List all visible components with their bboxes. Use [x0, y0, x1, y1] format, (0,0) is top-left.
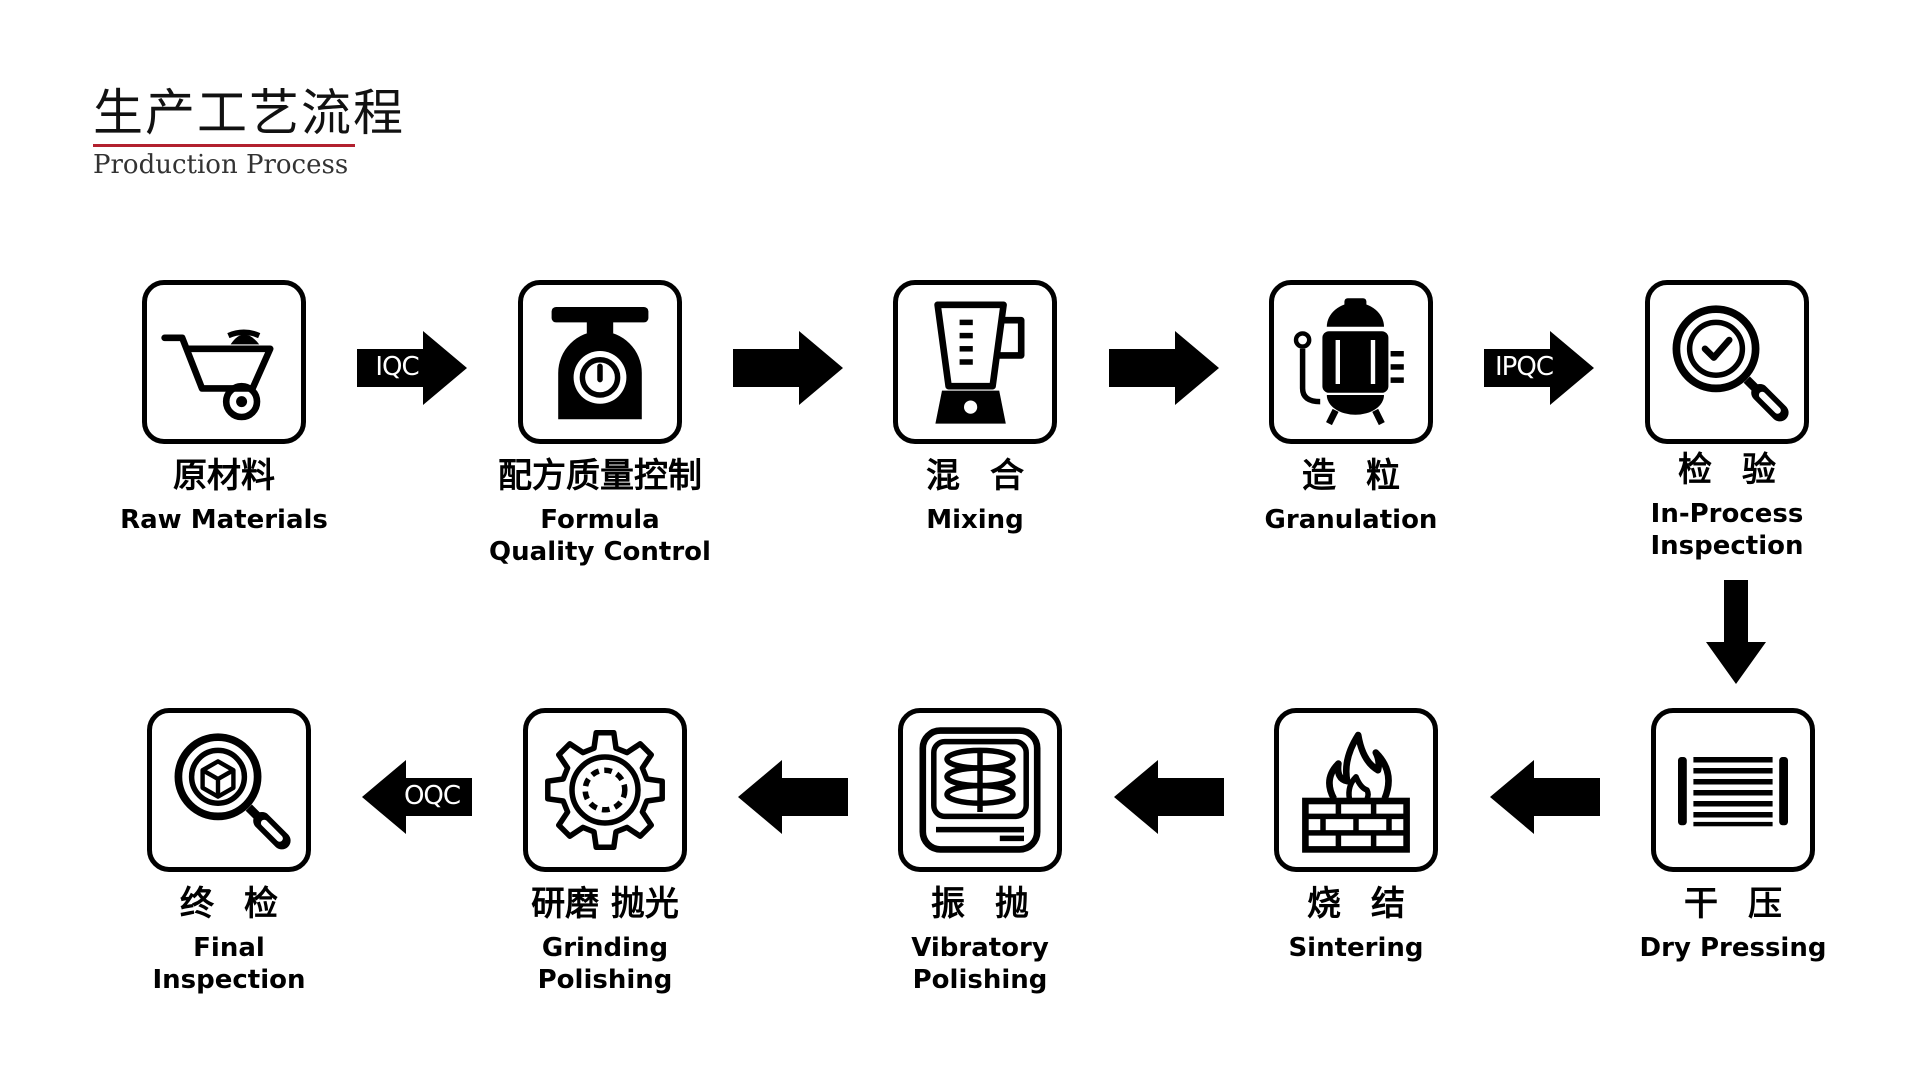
vibratory-tub-icon: [919, 727, 1041, 853]
arrow-label: IPQC: [1495, 352, 1554, 382]
icon-frame: [1274, 708, 1438, 872]
arrow-down-icon: [1706, 580, 1766, 684]
icon-frame: [893, 280, 1057, 444]
step-name-en: Grinding Polishing: [537, 933, 673, 995]
arrow-to-vibratory-polishing: [1114, 760, 1224, 834]
arrow-ipqc: IPQC: [1484, 331, 1594, 405]
page-title: 生产工艺流程: [93, 84, 405, 142]
step-name-cn: 混合: [926, 456, 1054, 496]
step-name-cn: 终检: [180, 884, 308, 924]
step-grinding-polishing: 研磨 抛光 Grinding Polishing: [455, 708, 755, 996]
gear-icon: [545, 730, 665, 850]
step-name-en: Granulation: [1264, 505, 1438, 535]
arrow-to-dry-pressing: [1706, 580, 1766, 684]
step-final-inspection: 终检 Final Inspection: [79, 708, 379, 996]
arrow-right-icon: [733, 331, 843, 405]
step-name-en: Vibratory Polishing: [911, 933, 1049, 995]
step-in-process-inspection: 检验 In-Process Inspection: [1577, 280, 1877, 562]
step-name-cn: 干压: [1684, 884, 1812, 924]
icon-frame: [898, 708, 1062, 872]
arrow-to-sintering: [1490, 760, 1600, 834]
arrow-oqc: OQC: [362, 760, 472, 834]
page-header: 生产工艺流程 Production Process: [93, 84, 405, 181]
press-plate-icon: [1678, 757, 1788, 827]
page-subtitle: Production Process: [93, 150, 349, 180]
step-granulation: 造粒 Granulation: [1201, 280, 1501, 536]
step-formula-quality-control: 配方质量控制 Formula Quality Control: [450, 280, 750, 568]
title-underline: [93, 144, 355, 147]
icon-frame: [1645, 280, 1809, 444]
icon-frame: [518, 280, 682, 444]
step-name-en: Raw Materials: [120, 505, 328, 535]
kiln-fire-icon: [1302, 731, 1410, 853]
step-name-en: In-Process Inspection: [1650, 499, 1804, 561]
step-name-cn: 研磨 抛光: [531, 884, 679, 924]
step-name-cn: 原材料: [173, 456, 275, 496]
arrow-right-icon: [1109, 331, 1219, 405]
blender-icon: [934, 301, 1025, 424]
arrow-left-icon: [1114, 760, 1224, 834]
step-name-cn: 烧结: [1307, 884, 1435, 924]
arrow-left-icon: [1490, 760, 1600, 834]
step-name-en: Final Inspection: [152, 933, 306, 995]
step-mixing: 混合 Mixing: [825, 280, 1125, 536]
arrow-right-icon: [1484, 331, 1594, 405]
granulator-tank-icon: [1293, 298, 1404, 426]
icon-frame: [1651, 708, 1815, 872]
arrow-to-grinding-polishing: [738, 760, 848, 834]
magnifier-check-icon: [1672, 305, 1789, 422]
step-name-en: Mixing: [926, 505, 1024, 535]
arrow-left-icon: [738, 760, 848, 834]
step-name-cn: 配方质量控制: [498, 456, 702, 496]
icon-frame: [523, 708, 687, 872]
arrow-iqc: IQC: [357, 331, 467, 405]
arrow-to-granulation: [1109, 331, 1219, 405]
arrow-label: IQC: [375, 352, 419, 382]
step-name-cn: 检验: [1678, 450, 1806, 490]
step-sintering: 烧结 Sintering: [1206, 708, 1506, 964]
step-name-en: Dry Pressing: [1639, 933, 1827, 963]
step-name-cn: 振抛: [931, 884, 1059, 924]
step-dry-pressing: 干压 Dry Pressing: [1583, 708, 1883, 964]
step-vibratory-polishing: 振抛 Vibratory Polishing: [830, 708, 1130, 996]
step-raw-materials: 原材料 Raw Materials: [74, 280, 374, 536]
icon-frame: [1269, 280, 1433, 444]
arrow-to-mixing: [733, 331, 843, 405]
kitchen-scale-icon: [551, 307, 649, 420]
step-name-en: Sintering: [1288, 933, 1424, 963]
icon-frame: [147, 708, 311, 872]
icon-frame: [142, 280, 306, 444]
arrow-right-icon: [357, 331, 467, 405]
magnifier-box-icon: [174, 733, 291, 850]
arrow-left-icon: [362, 760, 472, 834]
step-name-en: Formula Quality Control: [489, 505, 711, 567]
step-name-cn: 造粒: [1302, 456, 1430, 496]
arrow-label: OQC: [403, 781, 461, 811]
wheelbarrow-icon: [161, 329, 274, 421]
